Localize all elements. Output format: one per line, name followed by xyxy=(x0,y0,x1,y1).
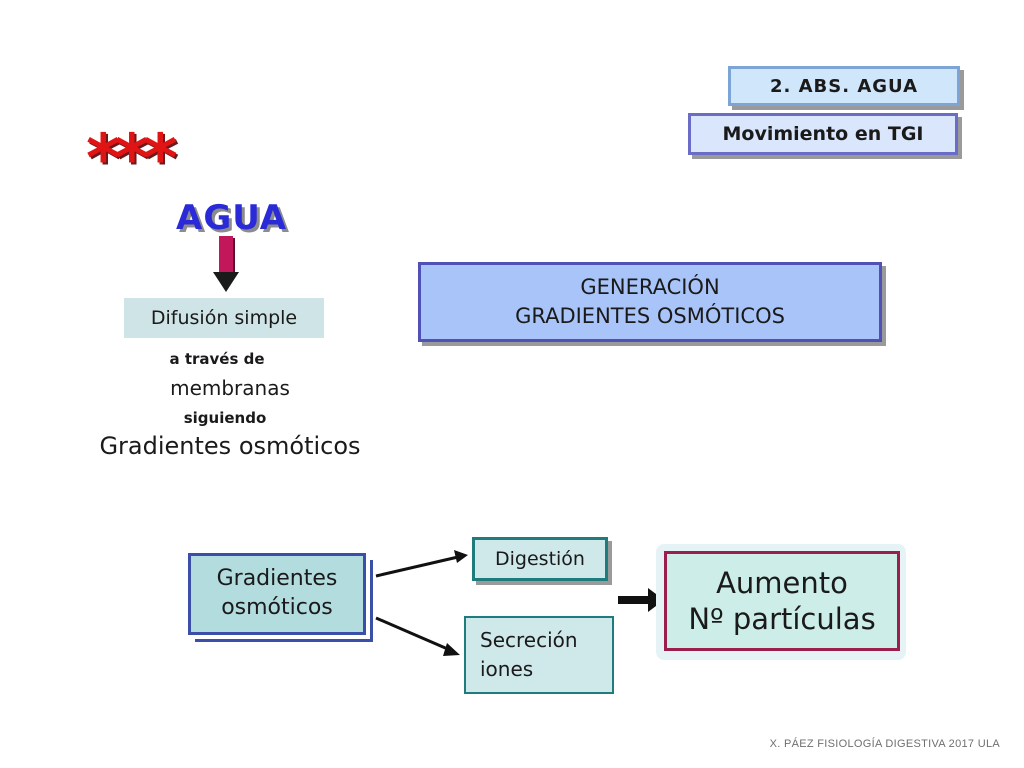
result-line-2: Nº partículas xyxy=(688,602,876,636)
secretion-line-2: iones xyxy=(480,657,534,681)
secretion-box: Secreción iones xyxy=(464,616,614,694)
arrow-to-digestion xyxy=(375,550,468,578)
result-box: Aumento Nº partículas xyxy=(664,551,900,651)
secretion-line-1: Secreción xyxy=(480,628,578,652)
diffusion-label: Difusión simple xyxy=(150,307,298,329)
gradients-text: Gradientes osmóticos xyxy=(99,432,361,460)
water-title: AGUA xyxy=(176,198,288,238)
generation-box: GENERACIÓN GRADIENTES OSMÓTICOS xyxy=(418,262,882,342)
subtitle-tag: Movimiento en TGI xyxy=(688,113,958,155)
footer-credit: X. PÁEZ FISIOLOGÍA DIGESTIVA 2017 ULA xyxy=(769,738,1000,750)
membranes-text: membranas xyxy=(170,376,290,400)
gradients-box-line-1: Gradientes xyxy=(216,566,338,592)
subtitle-tag-label: Movimiento en TGI xyxy=(722,123,924,145)
result-line-1: Aumento xyxy=(716,565,848,600)
digestion-label: Digestión xyxy=(495,548,585,570)
section-tag-label: 2. ABS. AGUA xyxy=(769,75,919,97)
down-arrow-icon xyxy=(213,236,239,292)
following-text: siguiendo xyxy=(183,409,267,427)
generation-line-2: GRADIENTES OSMÓTICOS xyxy=(515,304,785,328)
generation-line-1: GENERACIÓN xyxy=(580,274,720,299)
gradients-box-line-2: osmóticos xyxy=(221,595,333,620)
digestion-box: Digestión xyxy=(472,537,608,581)
arrow-to-secretion xyxy=(375,616,460,656)
gradients-box: Gradientes osmóticos xyxy=(188,553,366,635)
section-tag: 2. ABS. AGUA xyxy=(728,66,960,106)
importance-stars: *** xyxy=(86,120,178,197)
through-text: a través de xyxy=(169,350,265,368)
diffusion-box: Difusión simple xyxy=(124,298,324,338)
